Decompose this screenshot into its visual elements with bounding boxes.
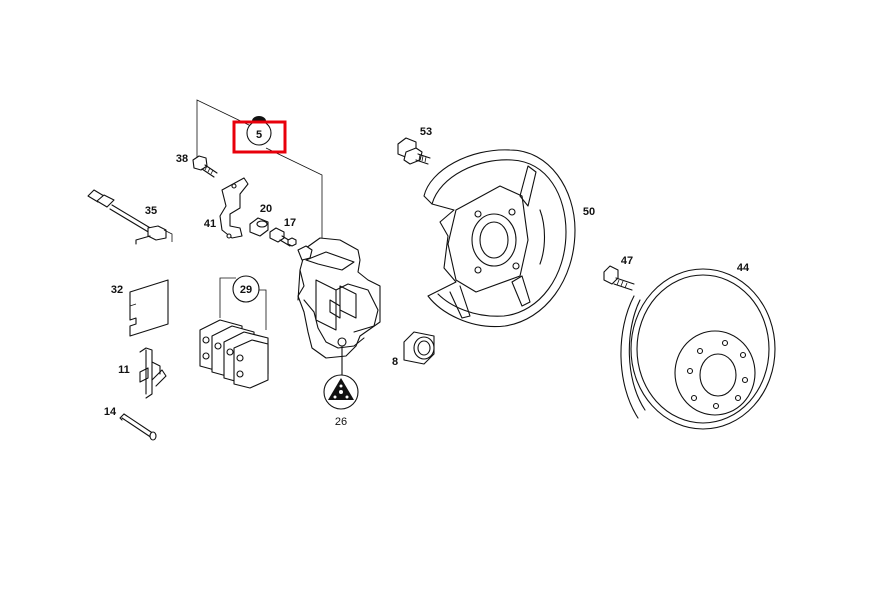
label-5: 5 [256, 129, 262, 141]
label-44: 44 [737, 262, 750, 274]
part-8-bearing-ring[interactable]: 8 [392, 331, 435, 368]
label-17: 17 [284, 217, 296, 229]
label-26: 26 [335, 416, 347, 428]
grouping-bracket [196, 99, 323, 240]
label-47: 47 [621, 255, 633, 267]
part-38-bolt[interactable]: 38 [176, 153, 218, 178]
label-35: 35 [145, 205, 157, 217]
part-5[interactable]: 5 [232, 116, 287, 154]
part-50-backing-plate[interactable]: 50 [423, 149, 595, 328]
label-14: 14 [104, 406, 117, 418]
label-20: 20 [260, 203, 272, 215]
part-53-bolt[interactable]: 53 [397, 126, 432, 165]
label-41: 41 [204, 218, 216, 230]
part-20-dust-cap[interactable]: 20 [249, 203, 272, 237]
label-38: 38 [176, 153, 188, 165]
brake-caliper[interactable] [297, 237, 381, 377]
label-32: 32 [111, 284, 123, 296]
part-14-pin[interactable]: 14 [104, 406, 157, 441]
highlight-box [232, 120, 287, 154]
label-50: 50 [583, 206, 595, 218]
label-8: 8 [392, 356, 398, 368]
part-29-brake-pad-set[interactable]: 29 [199, 275, 269, 389]
part-11-retaining-spring[interactable]: 11 [118, 347, 167, 399]
label-29: 29 [240, 284, 252, 296]
part-26-seal-kit[interactable]: 26 [323, 374, 359, 428]
part-17-bleeder-screw[interactable]: 17 [269, 217, 297, 247]
label-11: 11 [118, 364, 130, 376]
part-47-wheel-bolt[interactable]: 47 [603, 255, 635, 291]
part-32-shim-plate[interactable]: 32 [111, 279, 169, 337]
part-41-spring-bracket[interactable]: 41 [204, 177, 249, 239]
label-53: 53 [420, 126, 432, 138]
part-44-brake-disc[interactable]: 44 [620, 262, 776, 430]
part-35-wear-sensor[interactable]: 35 [87, 189, 173, 245]
